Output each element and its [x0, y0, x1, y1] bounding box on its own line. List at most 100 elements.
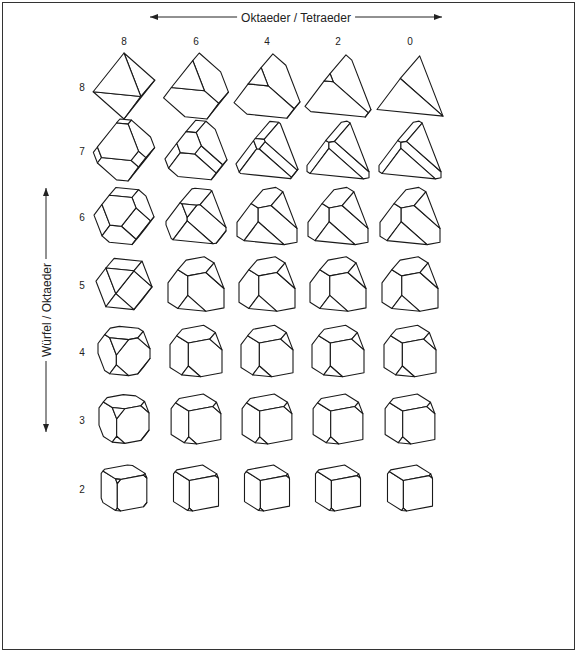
- crystal-figure: [166, 188, 226, 243]
- label-holder: 3: [78, 410, 86, 428]
- arrow-head: [150, 14, 158, 20]
- crystal-face: [106, 294, 134, 310]
- crystal-face: [110, 365, 129, 376]
- axis-number: 3: [78, 415, 86, 426]
- crystal-face: [141, 401, 149, 412]
- label-holder: 2: [78, 479, 86, 497]
- crystal-face: [402, 508, 407, 511]
- axis-number: 6: [192, 36, 200, 47]
- label-holder: 2: [334, 31, 342, 49]
- crystal-face: [188, 508, 193, 511]
- axis-number: 6: [78, 212, 86, 223]
- crystal-face: [189, 476, 218, 511]
- crystal-figure: [379, 121, 441, 179]
- label-holder: 6: [192, 31, 200, 49]
- crystal-face: [215, 474, 218, 479]
- crystal-face: [200, 191, 226, 228]
- crystal-face: [352, 333, 364, 350]
- crystal-face: [182, 204, 197, 218]
- crystal-face: [377, 78, 443, 116]
- crystal-figure: [237, 187, 297, 244]
- crystal-face: [173, 221, 213, 244]
- crystal-face: [124, 80, 155, 119]
- crystal-face: [134, 261, 152, 287]
- crystal-face: [382, 148, 435, 178]
- label-holder: 8: [120, 31, 128, 49]
- crystal-figure: [385, 394, 435, 444]
- frame-border: [3, 3, 575, 650]
- crystal-face: [171, 61, 204, 91]
- crystal-figure: [93, 53, 155, 119]
- crystal-face: [398, 437, 410, 444]
- crystal-figure: [310, 257, 366, 312]
- crystal-face: [210, 333, 222, 350]
- crystal-face: [396, 366, 415, 377]
- crystal-figure: [305, 55, 371, 117]
- crystal-face: [324, 366, 343, 377]
- crystal-figure: [239, 257, 295, 312]
- crystal-figure: [308, 187, 368, 244]
- label-holder: 5: [78, 275, 86, 293]
- label-holder: Oktaeder / Tetraeder: [237, 8, 355, 26]
- crystal-face: [102, 195, 136, 226]
- crystal-face: [207, 92, 228, 119]
- crystal-figure: [315, 465, 360, 511]
- label-holder: 7: [78, 141, 86, 159]
- axis-number: 8: [120, 36, 128, 47]
- crystal-figure: [171, 394, 221, 444]
- crystal-figure: [380, 187, 440, 244]
- crystal-figure: [377, 56, 443, 116]
- label-holder: 4: [78, 342, 86, 360]
- crystal-figure: [164, 53, 229, 119]
- crystal-face: [248, 68, 268, 86]
- crystal-face: [234, 84, 294, 118]
- crystal-face: [102, 225, 136, 244]
- crystal-face: [116, 508, 121, 511]
- crystal-figure: [387, 465, 432, 511]
- crystal-face: [178, 295, 206, 311]
- crystal-face: [132, 217, 154, 245]
- crystal-face: [112, 436, 125, 443]
- crystal-face: [320, 295, 348, 311]
- axis-number: 4: [263, 36, 271, 47]
- label-holder: 8: [78, 77, 86, 95]
- crystal-figure: [168, 257, 224, 312]
- crystal-face: [286, 474, 289, 479]
- axis-number: 7: [78, 146, 86, 157]
- crystal-figure: [236, 121, 298, 178]
- crystal-face: [287, 102, 300, 118]
- crystal-face: [331, 476, 360, 511]
- crystal-face: [117, 475, 147, 511]
- axis-number: 0: [406, 36, 414, 47]
- crystal-face: [305, 81, 368, 117]
- crystal-face: [128, 148, 155, 181]
- crystal-face: [414, 192, 440, 229]
- crystal-face: [260, 476, 289, 511]
- crystal-face: [239, 149, 291, 179]
- crystal-face: [213, 402, 221, 413]
- crystal-figure: [94, 187, 154, 244]
- axis-title: Würfel / Oktaeder: [41, 259, 54, 361]
- crystal-face: [277, 263, 295, 289]
- crystal-face: [112, 407, 125, 418]
- crystal-face: [330, 508, 335, 511]
- crystal-figure: [98, 326, 150, 375]
- crystal-figure: [170, 325, 222, 377]
- crystal-face: [324, 74, 333, 82]
- crystal-face: [189, 407, 221, 444]
- crystal-face: [182, 366, 201, 377]
- crystal-face: [184, 437, 196, 444]
- axis-number: 8: [78, 82, 86, 93]
- crystal-face: [429, 474, 432, 479]
- arrow-head: [43, 188, 49, 196]
- arrow-head: [43, 424, 49, 432]
- crystal-figure: [241, 325, 293, 377]
- crystal-face: [106, 268, 134, 294]
- crystal-face: [253, 366, 272, 377]
- axis-number: 2: [334, 36, 342, 47]
- label-holder: Würfel / Oktaeder: [37, 259, 55, 361]
- crystal-figure: [234, 54, 300, 118]
- crystal-face: [141, 430, 149, 440]
- crystal-figure: [99, 395, 149, 444]
- crystal-figure: [307, 121, 369, 179]
